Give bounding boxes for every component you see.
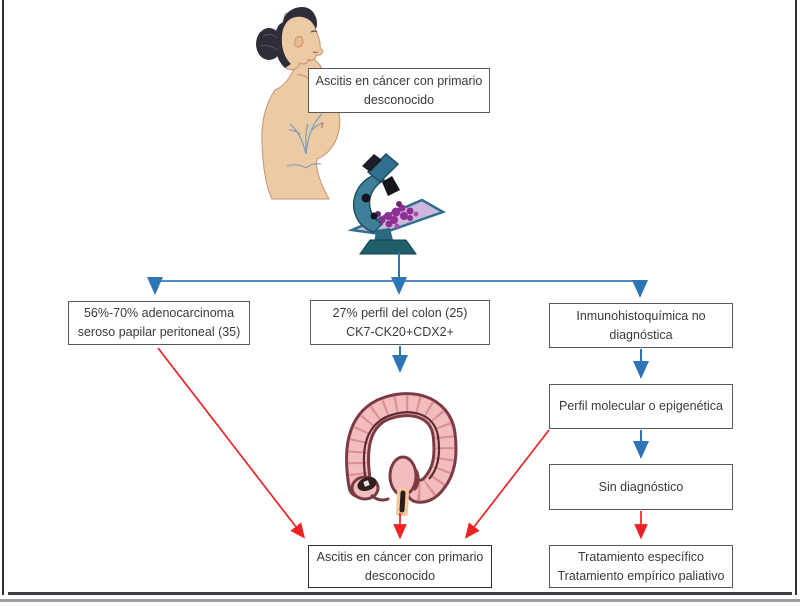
figure-bottom-edge (0, 599, 800, 602)
box-ascitis-top: Ascitis en cáncer con primario desconoci… (308, 68, 490, 113)
box-tratamiento: Tratamiento específico Tratamiento empír… (549, 545, 733, 588)
box-perfil-colon: 27% perfil del colon (25) CK7-CK20+CDX2+ (310, 300, 490, 345)
box-inmunohistoquimica: Inmunohistoquímica no diagnóstica (549, 303, 733, 348)
figure-bottom-rule (8, 592, 792, 595)
box-perfil-molecular: Perfil molecular o epigenética (549, 384, 733, 429)
box-adenocarcinoma: 56%-70% adenocarcinoma seroso papilar pe… (68, 301, 250, 345)
colon-icon (345, 392, 458, 516)
box-sin-diagnostico: Sin diagnóstico (549, 464, 733, 510)
figure-border-right (795, 0, 797, 595)
figure-border-left (2, 0, 4, 595)
box-ascitis-bottom: Ascitis en cáncer con primario desconoci… (308, 545, 492, 588)
microscope-with-slide-icon (347, 152, 446, 255)
